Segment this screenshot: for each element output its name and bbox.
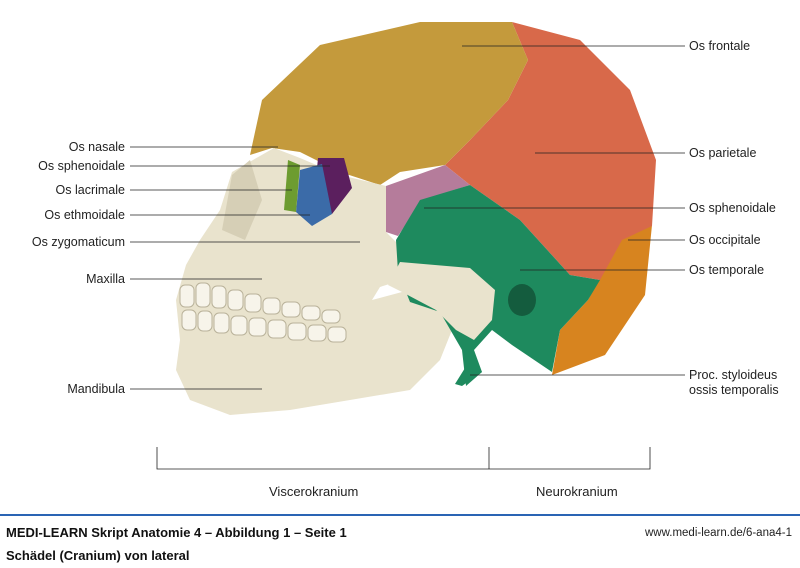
label-mandibula: Mandibula	[67, 382, 125, 396]
os-sphenoidale-region	[386, 165, 470, 236]
label-os-occipitale: Os occipitale	[689, 233, 761, 247]
os-parietale-region	[445, 22, 656, 280]
label-maxilla: Maxilla	[86, 272, 125, 286]
footer-url[interactable]: www.medi-learn.de/6-ana4-1	[644, 527, 792, 539]
skull-illustration	[130, 22, 685, 470]
footer-divider	[0, 514, 800, 516]
label-os-frontale: Os frontale	[689, 39, 751, 53]
footer-title: MEDI-LEARN Skript Anatomie 4 – Abbildung…	[6, 525, 347, 540]
label-os-temporale: Os temporale	[689, 263, 765, 277]
os-lacrimale-region	[284, 160, 300, 212]
leader-lines	[130, 45, 685, 470]
label-os-ethmoidale: Os ethmoidale	[44, 208, 125, 222]
label-os-nasale: Os nasale	[68, 140, 125, 154]
label-os-lacrimale: Os lacrimale	[55, 183, 125, 197]
upper-teeth	[179, 282, 341, 324]
label-os-sphenoidale-left: Os sphenoidale	[38, 159, 125, 173]
proc-styloideus	[455, 360, 482, 386]
os-frontale-region	[250, 22, 528, 185]
footer-subtitle: Schädel (Cranium) von lateral	[6, 548, 190, 563]
os-temporale-region	[396, 185, 600, 386]
label-os-zygomaticum: Os zygomaticum	[31, 235, 125, 249]
os-occipitale-region	[552, 225, 652, 375]
lower-teeth	[181, 309, 347, 343]
label-os-sphenoidale-right: Os sphenoidale	[689, 201, 776, 215]
region-viscerokranium: Viscerokranium	[269, 484, 359, 499]
nasal-cavity	[222, 160, 262, 240]
label-proc-styloideus: Proc. styloideus	[689, 368, 778, 382]
os-ethmoidale-region	[296, 164, 332, 226]
region-neurokranium: Neurokranium	[536, 484, 618, 499]
label-ossis-temporalis: ossis temporalis	[689, 383, 779, 397]
ear-opening	[508, 284, 536, 316]
label-os-parietale: Os parietale	[689, 146, 757, 160]
